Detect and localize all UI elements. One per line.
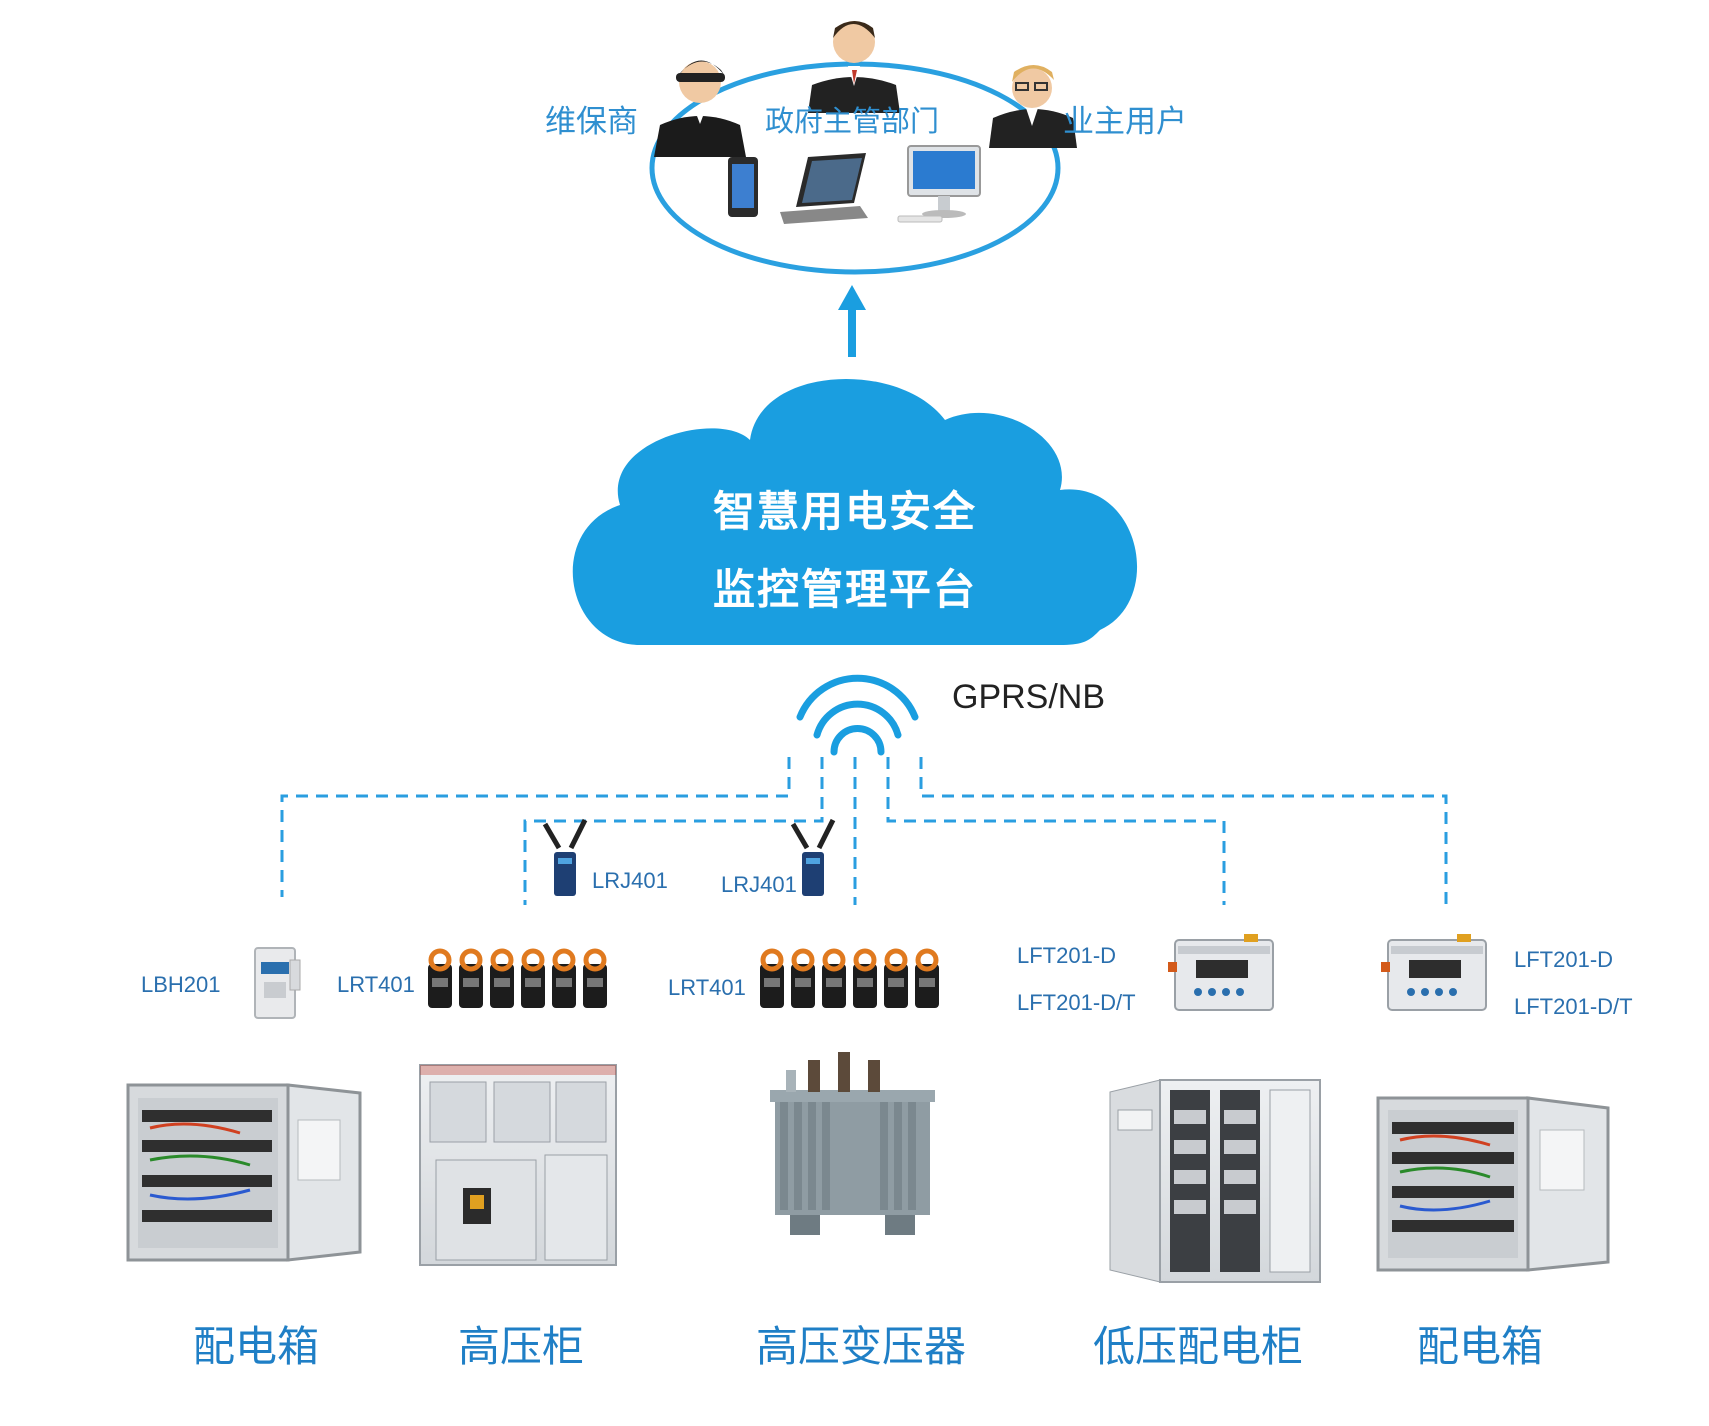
lrj401-router-left — [542, 818, 588, 896]
government-person-icon — [808, 21, 900, 113]
distribution-box-left-label: 配电箱 — [193, 1322, 320, 1371]
platform-cloud-shape — [572, 378, 1138, 645]
platform-title-line2: 监控管理平台 — [712, 565, 977, 614]
platform-title-line1: 智慧用电安全 — [712, 487, 977, 536]
lv-cabinet-label: 低压配电柜 — [1093, 1322, 1304, 1371]
maintainer-person-icon — [654, 60, 746, 157]
network-label: GPRS/NB — [952, 678, 1106, 716]
high-voltage-cabinet-image — [419, 1064, 617, 1266]
government-label: 政府主管部门 — [765, 104, 940, 138]
lrt401-sensors-left — [428, 948, 607, 1008]
lrt401-left-label: LRT401 — [337, 972, 415, 997]
lft201-right-label-2: LFT201-D/T — [1514, 994, 1633, 1019]
transformer-label: 高压变压器 — [756, 1322, 967, 1371]
dashed-connections — [280, 757, 1448, 905]
lft201-monitor-left — [1168, 934, 1274, 1011]
wireless-signal-icon — [796, 674, 919, 756]
user-group-ellipse — [649, 61, 1061, 275]
lrt401-right-label: LRT401 — [668, 975, 746, 1000]
transformer-image — [770, 1052, 935, 1235]
laptop-icon — [780, 153, 868, 224]
lft201-left-label-1: LFT201-D — [1017, 943, 1117, 968]
lft201-right-label-1: LFT201-D — [1514, 947, 1614, 972]
up-arrow-head — [838, 285, 866, 310]
owner-person-icon — [989, 65, 1077, 148]
distribution-box-left-image — [126, 1083, 362, 1262]
lbh201-label: LBH201 — [141, 972, 221, 997]
lft201-left-label-2: LFT201-D/T — [1017, 990, 1136, 1015]
lrj401-router-right — [790, 818, 836, 896]
up-arrow-shaft — [848, 305, 856, 357]
desktop-monitor-icon — [897, 145, 981, 223]
lbh201-device — [254, 947, 301, 1019]
maintainer-label: 维保商 — [545, 104, 638, 140]
owner-label: 业主用户 — [1063, 104, 1187, 140]
lrt401-sensors-right — [760, 948, 939, 1008]
lft201-monitor-right — [1381, 934, 1487, 1011]
distribution-box-right-label: 配电箱 — [1417, 1322, 1544, 1371]
distribution-box-right-image — [1376, 1096, 1610, 1272]
lrj401-right-label: LRJ401 — [721, 872, 797, 897]
lrj401-left-label: LRJ401 — [592, 868, 668, 893]
low-voltage-cabinet-image — [1109, 1079, 1321, 1283]
smartphone-icon — [728, 157, 758, 217]
hv-cabinet-label: 高压柜 — [458, 1322, 585, 1371]
